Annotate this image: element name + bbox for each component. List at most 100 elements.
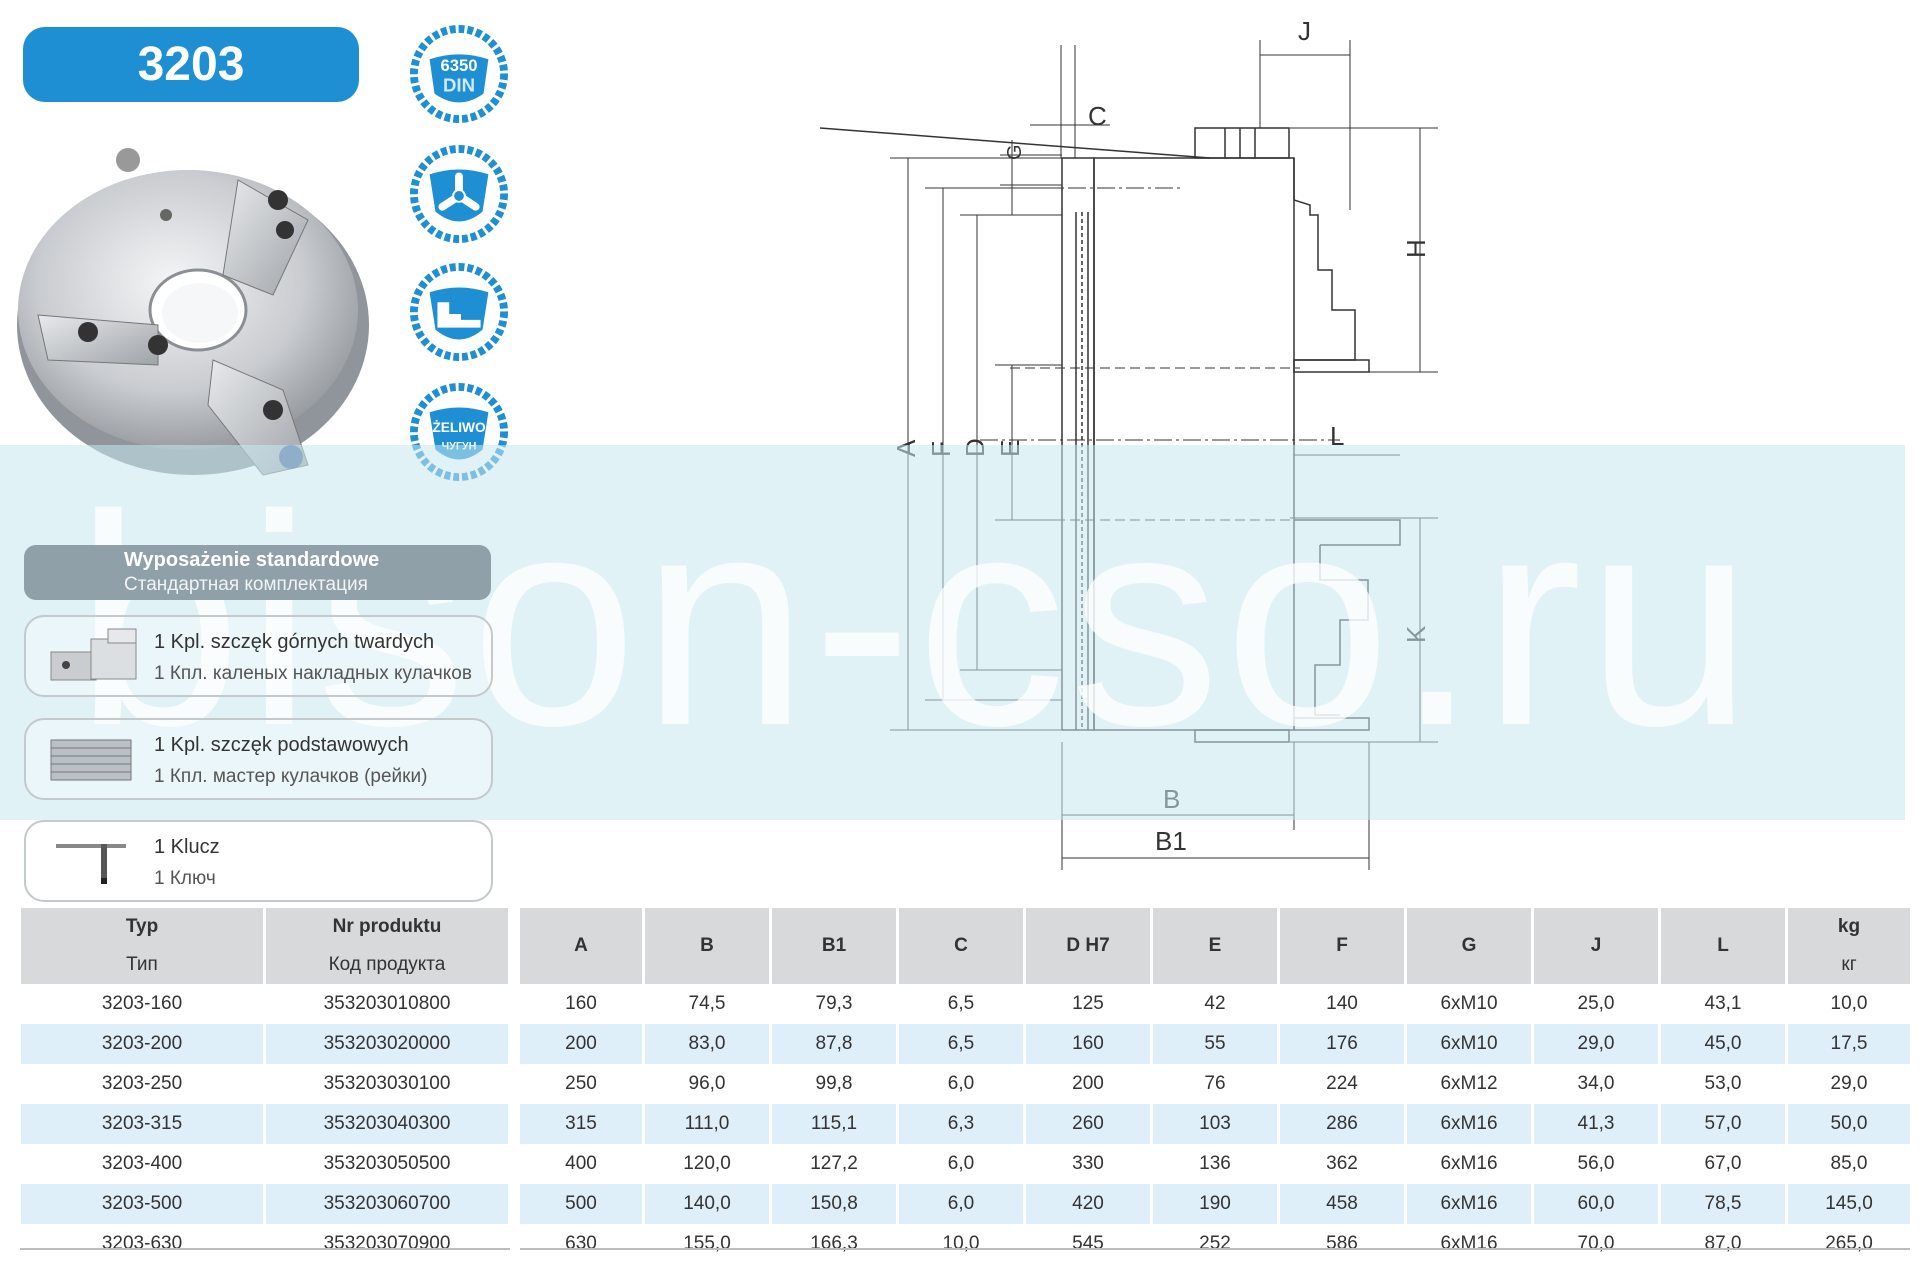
table-row: 3203-250 353203030100 [21,1064,508,1104]
svg-text:H: H [1401,239,1431,258]
equipment-item-label-pl: 1 Kpl. szczęk podstawowych [154,734,409,756]
cell-value: 140 [1326,993,1358,1014]
right-table-bottom-rule [520,1248,1910,1250]
equipment-item-label-ru: 1 Ключ [154,868,216,889]
cell-nr: 353203030100 [323,1073,451,1094]
cell-value: 160 [565,993,597,1014]
cell-value: 6,5 [947,993,975,1014]
cell-value: 25,0 [1577,993,1615,1014]
cell-value: 545 [1072,1233,1104,1254]
cell-value: 6,0 [947,1153,975,1174]
cell-value: 166,3 [810,1233,858,1254]
cell-value: 70,0 [1577,1233,1615,1254]
svg-text:ŻELIWO: ŻELIWO [432,419,486,435]
cell-value: 315 [520,1104,642,1144]
chuck-photo [17,148,369,476]
product-type-table: Typ Nr produktu Тип Код продукта 3203-16… [18,908,511,1264]
svg-text:6350: 6350 [440,56,477,75]
cell-value: 42 [1204,993,1226,1014]
cell-value: 250 [565,1073,597,1094]
cell-value: 150,8 [772,1184,896,1224]
equipment-item-label-pl: 1 Kpl. szczęk górnych twardych [154,631,435,653]
cell-nr: 353203060700 [266,1184,508,1224]
cell-value: 17,5 [1788,1024,1910,1064]
kg-header: kg [1788,908,1910,946]
svg-text:L: L [1330,421,1344,451]
cell-value: 420 [1026,1184,1150,1224]
cell-value: 53,0 [1704,1073,1742,1094]
equipment-item-hard-top-jaws: 1 Kpl. szczęk górnych twardych 1 Кпл. ка… [24,615,493,697]
hard-top-jaws-image [50,628,137,681]
cell-value: 200 [1072,1073,1104,1094]
nr-produktu-header-ru: Код продукта [266,946,508,984]
cell-typ: 3203-630 [101,1233,183,1254]
cell-value: 6xM16 [1440,1153,1498,1174]
cell-typ: 3203-400 [101,1153,183,1174]
svg-text:J: J [1298,16,1311,46]
equipment-item-label-pl: 1 Klucz [154,836,220,858]
cell-value: 43,1 [1704,993,1742,1014]
cell-value: 145,0 [1788,1184,1910,1224]
cell-value: 85,0 [1830,1153,1868,1174]
dim-header-a: A [520,908,642,984]
equipment-item-base-jaws: 1 Kpl. szczęk podstawowych 1 Кпл. мастер… [24,718,493,800]
cell-value: 96,0 [688,1073,726,1094]
cell-value: 120,0 [683,1153,731,1174]
cell-value: 286 [1280,1104,1404,1144]
cell-value: 6,0 [899,1184,1023,1224]
cell-value: 176 [1280,1024,1404,1064]
cell-value: 41,3 [1534,1104,1658,1144]
typ-header: Typ [21,908,263,946]
dim-header-g: G [1407,908,1531,984]
cell-value: 140,0 [645,1184,769,1224]
cell-value: 586 [1326,1233,1358,1254]
cell-value: 6,5 [899,1024,1023,1064]
dim-header-d-h7: D H7 [1026,908,1150,984]
cell-value: 362 [1326,1153,1358,1174]
product-title: 3203 [23,27,359,102]
cell-value: 6,3 [899,1104,1023,1144]
cell-value: 125 [1072,993,1104,1014]
table-row: 3203-630 353203070900 [21,1224,508,1264]
jaw-step-badge-icon [410,263,508,361]
cell-value: 10,0 [1830,993,1868,1014]
dim-header-f: F [1280,908,1404,984]
cell-value: 56,0 [1577,1153,1615,1174]
cell-value: 79,3 [815,993,853,1014]
cell-value: 330 [1072,1153,1104,1174]
cell-value: 6xM16 [1407,1184,1531,1224]
cell-value: 78,5 [1661,1184,1785,1224]
cell-value: 190 [1153,1184,1277,1224]
cell-value: 34,0 [1577,1073,1615,1094]
cell-value: 400 [565,1153,597,1174]
cell-typ: 3203-250 [101,1073,183,1094]
dim-header-c: C [899,908,1023,984]
cell-value: 127,2 [810,1153,858,1174]
cell-value: 29,0 [1534,1024,1658,1064]
cell-value: 83,0 [645,1024,769,1064]
cell-value: 57,0 [1661,1104,1785,1144]
cell-value: 155,0 [683,1233,731,1254]
cell-value: 87,8 [772,1024,896,1064]
cell-value: 6xM10 [1407,1024,1531,1064]
svg-text:DIN: DIN [443,75,475,96]
cell-value: 55 [1153,1024,1277,1064]
cell-value: 224 [1326,1073,1358,1094]
cell-value: 67,0 [1704,1153,1742,1174]
cell-value: 160 [1026,1024,1150,1064]
cell-nr: 353203010800 [323,993,451,1014]
kg-header-ru: кг [1788,946,1910,984]
standard-equipment-title-ru: Стандартная комплектация [124,574,368,595]
standard-equipment-title-pl: Wyposażenie standardowe [124,549,380,571]
cell-nr: 353203070900 [323,1233,451,1254]
cell-value: 252 [1199,1233,1231,1254]
cell-value: 74,5 [688,993,726,1014]
cell-value: 76 [1204,1073,1226,1094]
